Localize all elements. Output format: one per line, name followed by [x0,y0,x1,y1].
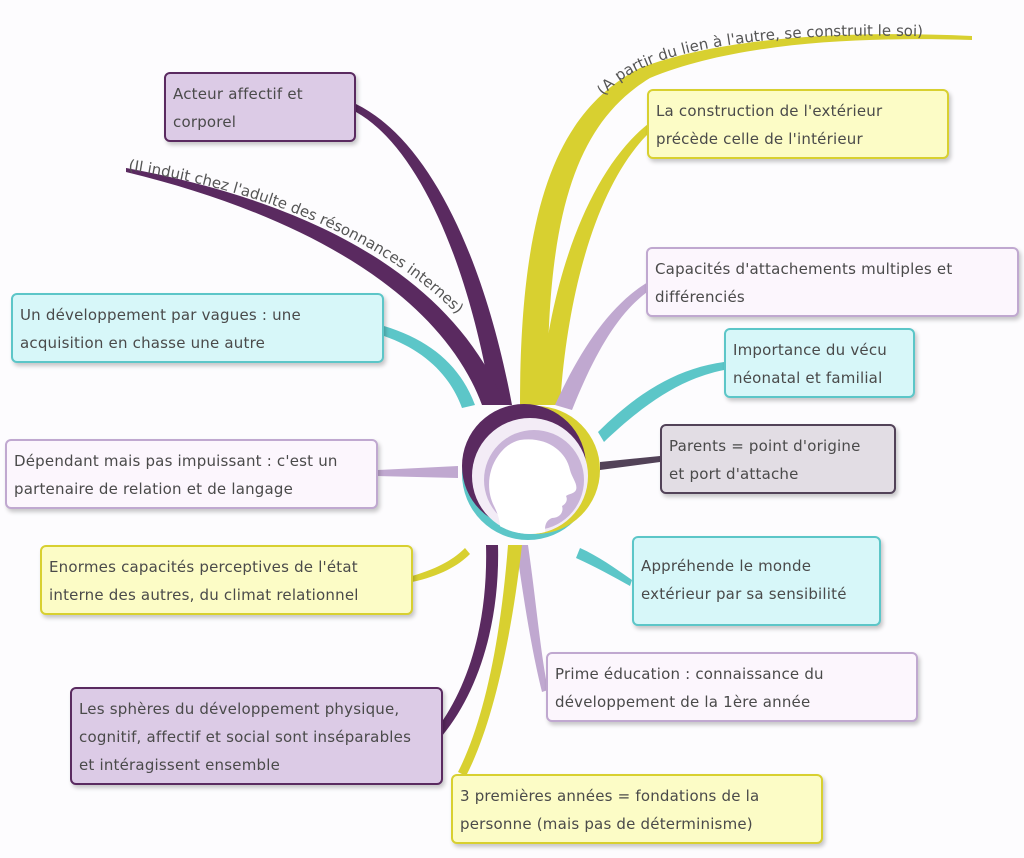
node-prime[interactable]: Prime éducation : connaissance du dévelo… [546,652,918,722]
node-capacites[interactable]: Capacités d'attachements multiples et di… [646,247,1019,317]
node-premieres[interactable]: 3 premières années = fondations de la pe… [451,774,823,844]
branch-line-dependant [378,466,458,478]
branch-line-vagues [384,326,475,408]
branch-line-acteur [356,104,512,405]
node-vagues[interactable]: Un développement par vagues : une acquis… [11,293,384,363]
curve-label-lien: (A partir du lien à l'autre, se construi… [593,22,923,99]
branch-line-construction [540,124,650,405]
node-parents[interactable]: Parents = point d'origine et port d'atta… [660,424,896,494]
branch-line-vecu [598,362,724,442]
node-spheres[interactable]: Les sphères du développement physique, c… [70,687,443,785]
node-construction[interactable]: La construction de l'extérieur précède c… [647,89,949,159]
node-dependant[interactable]: Dépendant mais pas impuissant : c'est un… [5,439,378,509]
branch-line-premieres [458,545,522,776]
branch-line-parents [600,456,660,470]
branch-line-spheres [436,545,499,736]
branch-line-capacites [555,282,650,410]
node-vecu[interactable]: Importance du vécu néonatal et familial [724,328,915,398]
branch-line-enormes [412,548,470,582]
branch-line-apprehende [576,548,632,586]
branch-lines [126,34,972,776]
child-profile-icon [489,439,577,534]
node-acteur[interactable]: Acteur affectif et corporel [164,72,356,142]
node-enormes[interactable]: Enormes capacités perceptives de l'état … [40,545,413,615]
node-apprehende[interactable]: Appréhende le monde extérieur par sa sen… [632,536,881,626]
central-topic[interactable] [462,404,600,540]
branch-line-prime [516,545,548,692]
